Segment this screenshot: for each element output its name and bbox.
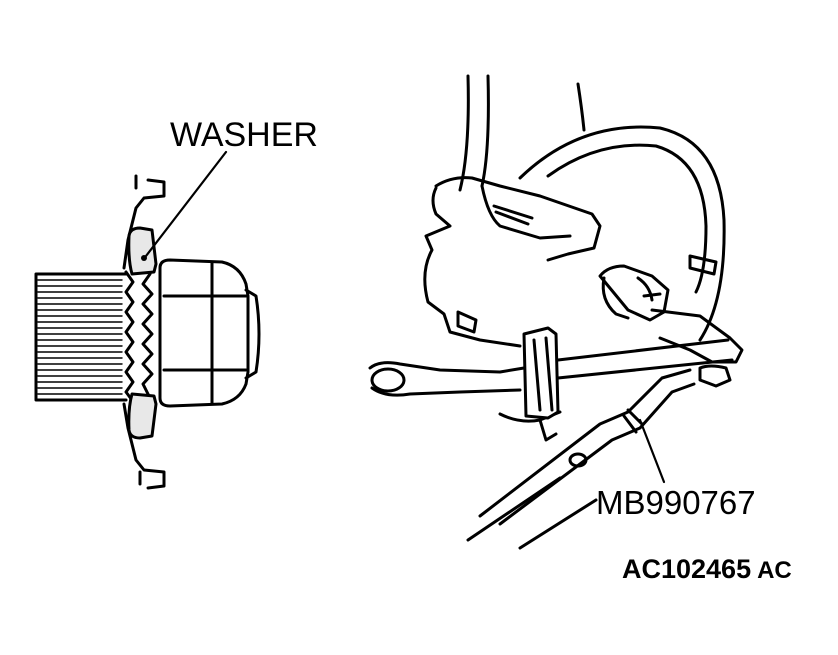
knuckle-assembly [368,74,744,550]
ball-joint [598,264,744,388]
washer-part [127,226,158,440]
steering-knuckle [423,176,602,442]
brake-disc [518,125,726,342]
tool-leader-line [638,418,666,484]
pry-bar [368,326,734,420]
drive-shaft [34,272,128,402]
washer-leader-line [144,150,228,258]
washer-label: WASHER [170,116,318,154]
special-tool [466,368,696,550]
shaft-nut-detail [34,150,261,490]
figure-code-suffix: AC [757,557,792,584]
figure-code-number: AC102465 [622,554,752,584]
hub-flange [122,174,166,490]
threaded-section [124,270,154,402]
hub-nut [158,258,261,408]
tool-number-label: MB990767 [596,484,756,521]
